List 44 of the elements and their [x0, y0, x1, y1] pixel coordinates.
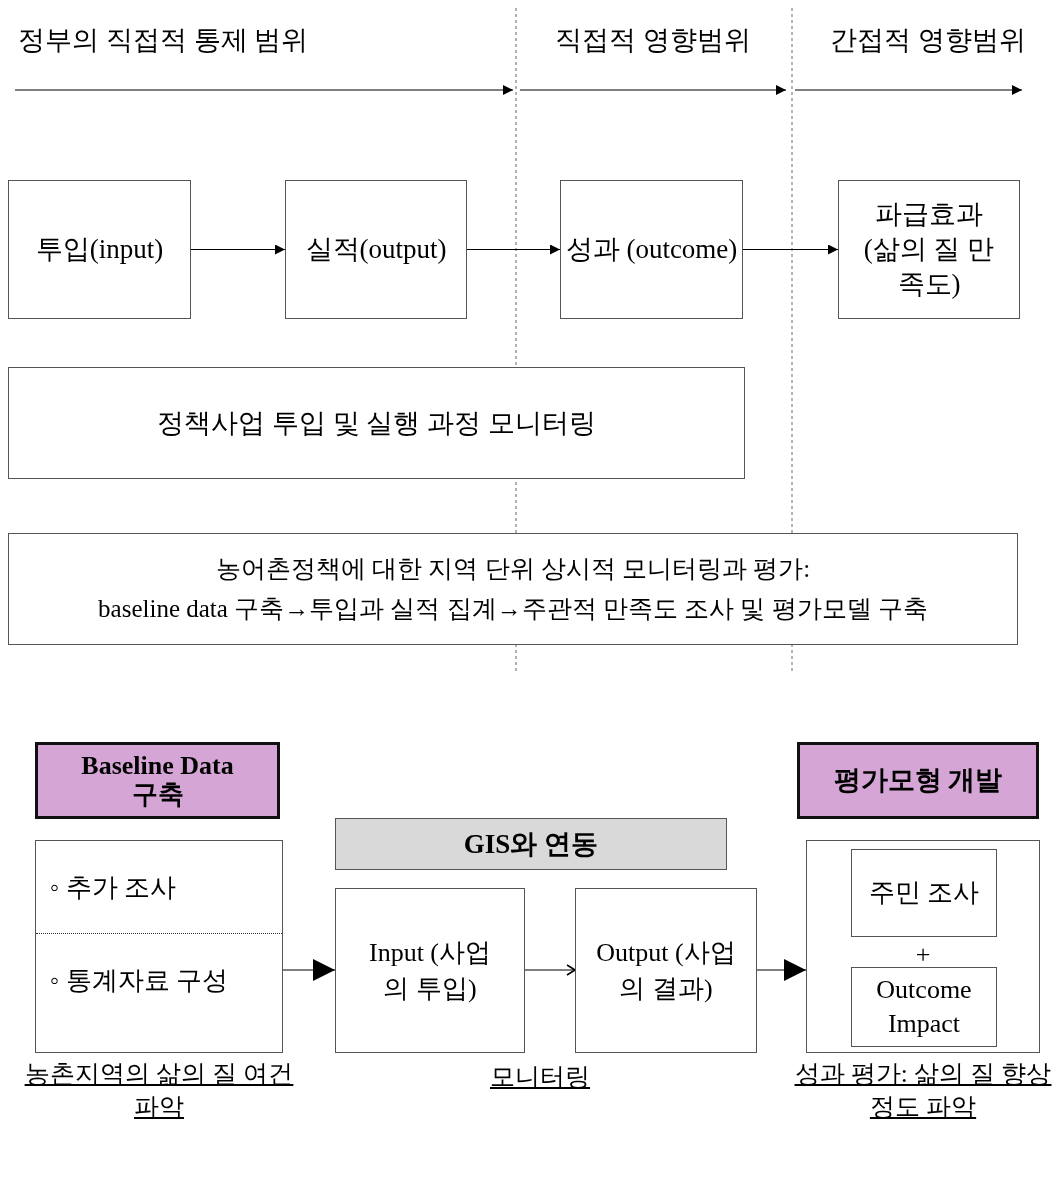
caption: 모니터링 [490, 1062, 590, 1092]
node-text: GIS와 연동 [463, 827, 599, 861]
header-box [797, 742, 1039, 819]
node-text: Baseline Data 구축 [80, 751, 235, 810]
process-box [335, 888, 525, 1053]
process-box [575, 888, 757, 1053]
scope-heading: 정부의 직접적 통제 범위 [18, 24, 309, 57]
content-box [35, 840, 283, 1053]
process-bar [8, 367, 745, 479]
node-text: 파급효과 (삶의 질 만족도) [862, 197, 996, 302]
node-text: 실적(output) [305, 233, 447, 267]
header-bar [335, 818, 727, 870]
inner-box [851, 849, 997, 937]
plus-sign: + [914, 939, 932, 971]
process-bar [8, 533, 1018, 645]
node-text: baseline data 구축→투입과 실적 집계→주관적 만족도 조사 및 평가모델 구축 [98, 594, 928, 624]
list-item: ◦ 추가 조사 [36, 841, 282, 934]
node-text: 성과 (outcome) [565, 233, 738, 267]
process-box [285, 180, 467, 319]
arrow [190, 244, 286, 255]
arrow [466, 244, 561, 255]
node-text: Outcome Impact [875, 974, 973, 1040]
node-text: 투입(input) [35, 233, 164, 267]
node-label: 성과 평가: 삶의 질 향상 정도 파악 [794, 1060, 1052, 1120]
node-text: 평가모형 개발 [833, 764, 1003, 798]
node-text: 정책사업 투입 및 실행 과정 모니터링 [157, 406, 596, 440]
scope-heading: 간접적 영향범위 [830, 24, 1026, 57]
arrow [742, 244, 839, 255]
scope-heading: 직접적 영향범위 [555, 24, 751, 57]
node-text: 주민 조사 [868, 877, 980, 910]
node-text: Output (사업의 결과) [596, 937, 736, 1005]
process-box [838, 180, 1020, 319]
inner-box [851, 967, 997, 1047]
node-label: 농촌지역의 삶의 질 여건 파악 [24, 1060, 294, 1120]
node-text: Input (사업의 투입) [367, 937, 492, 1005]
node-text: 농어촌정책에 대한 지역 단위 상시적 모니터링과 평가: [215, 554, 811, 584]
list-item: ◦ 통계자료 구성 [49, 965, 230, 997]
content-box [806, 840, 1040, 1053]
header-box [35, 742, 280, 819]
arrow [282, 959, 336, 981]
arrow [756, 959, 807, 981]
arrow [524, 964, 576, 976]
process-box [8, 180, 191, 319]
process-box [560, 180, 743, 319]
